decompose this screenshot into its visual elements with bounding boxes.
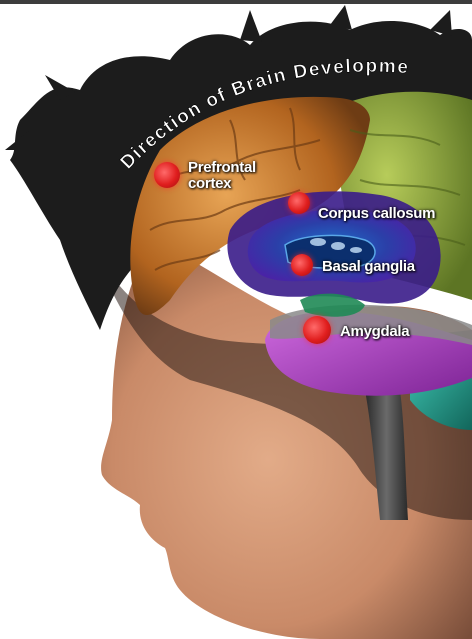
- corpus-callosum-label: Corpus callosum: [318, 206, 435, 222]
- corpus-callosum-marker: [288, 192, 310, 214]
- amygdala-marker: [303, 316, 331, 344]
- basal-ganglia-label-text: Basal ganglia: [322, 258, 415, 275]
- corpus-callosum-label-text: Corpus callosum: [318, 205, 435, 222]
- basal-ganglia-marker: [291, 254, 313, 276]
- prefrontal-label-line2: cortex: [188, 176, 256, 192]
- amygdala-label: Amygdala: [340, 324, 409, 340]
- prefrontal-label: Prefrontal cortex: [188, 160, 256, 192]
- prefrontal-marker: [154, 162, 180, 188]
- amygdala-label-text: Amygdala: [340, 323, 409, 340]
- basal-ganglia-label: Basal ganglia: [322, 259, 415, 275]
- prefrontal-label-line1: Prefrontal: [188, 160, 256, 176]
